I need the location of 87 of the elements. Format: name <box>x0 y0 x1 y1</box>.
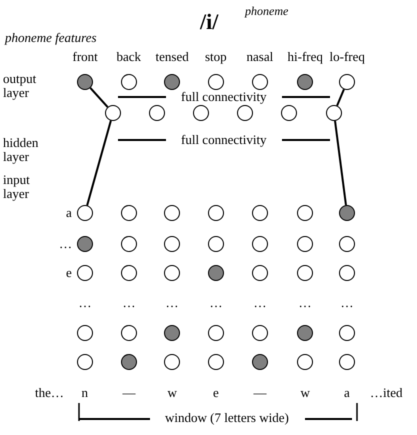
ellipsis-mark: … <box>340 296 354 310</box>
unit-circle <box>297 236 313 252</box>
ellipsis-mark: … <box>254 296 266 310</box>
unit-circle <box>339 236 355 252</box>
column-label: stop <box>205 50 227 64</box>
unit-circle <box>208 236 224 252</box>
letter-label: …ited <box>370 386 402 400</box>
unit-circle <box>297 354 313 370</box>
unit-circle <box>77 205 93 221</box>
unit-circle <box>252 205 268 221</box>
unit-circle <box>208 265 224 281</box>
letter-label: a <box>344 386 350 400</box>
column-label: hi-freq <box>288 50 323 64</box>
letter-label: e <box>213 386 219 400</box>
letter-label: — <box>122 386 136 400</box>
bracket-label: window (7 letters wide) <box>165 411 289 425</box>
unit-circle <box>252 354 268 370</box>
unit-circle <box>252 325 268 341</box>
connectivity-label: full connectivity <box>181 90 267 104</box>
letter-label: n <box>82 386 88 400</box>
unit-circle <box>339 205 355 221</box>
unit-circle <box>77 236 93 252</box>
unit-circle <box>339 74 355 90</box>
unit-circle <box>164 74 180 90</box>
unit-circle <box>339 354 355 370</box>
unit-circle <box>121 354 137 370</box>
unit-circle <box>252 74 268 90</box>
unit-circle <box>164 236 180 252</box>
layer-label: output layer <box>3 72 38 100</box>
unit-circle <box>164 325 180 341</box>
letter-label: — <box>254 386 266 400</box>
ellipsis-mark: … <box>78 296 92 310</box>
ellipsis-mark: … <box>166 296 178 310</box>
unit-circle <box>121 325 137 341</box>
unit-circle <box>297 74 313 90</box>
heading-note: phoneme features <box>5 31 97 45</box>
unit-circle <box>164 354 180 370</box>
unit-circle <box>121 74 137 90</box>
unit-circle <box>164 205 180 221</box>
unit-circle <box>77 354 93 370</box>
letter-label: w <box>300 386 310 400</box>
ellipsis-mark: … <box>298 296 312 310</box>
unit-circle <box>339 265 355 281</box>
unit-circle <box>77 265 93 281</box>
unit-circle <box>281 105 297 121</box>
column-label: front <box>72 50 98 64</box>
unit-circle <box>121 205 137 221</box>
unit-circle <box>208 354 224 370</box>
column-label: lo-freq <box>330 50 365 64</box>
unit-circle <box>121 236 137 252</box>
layer-label: input layer <box>3 173 31 201</box>
unit-circle <box>237 105 253 121</box>
unit-circle <box>252 265 268 281</box>
unit-circle <box>121 265 137 281</box>
connection-line <box>86 120 112 206</box>
letter-label: w <box>168 386 177 400</box>
column-label: back <box>116 50 142 64</box>
column-label: nasal <box>246 50 274 64</box>
unit-circle <box>77 325 93 341</box>
unit-circle <box>339 325 355 341</box>
unit-circle <box>326 105 342 121</box>
heading-note: phoneme <box>245 4 288 18</box>
connection-line <box>90 87 108 108</box>
unit-circle <box>297 325 313 341</box>
layer-label: hidden layer <box>3 136 40 164</box>
letter-label: the… <box>35 386 64 400</box>
unit-circle <box>77 74 93 90</box>
connection-line <box>336 89 345 106</box>
title: /i/ <box>200 10 218 34</box>
ellipsis-mark: … <box>122 296 136 310</box>
unit-circle <box>105 105 121 121</box>
row-label: e <box>66 266 72 280</box>
ellipsis-mark: … <box>210 296 222 310</box>
connectivity-label: full connectivity <box>181 133 267 147</box>
unit-circle <box>164 265 180 281</box>
connection-line <box>334 120 347 206</box>
row-label: a <box>66 206 72 220</box>
unit-circle <box>208 205 224 221</box>
unit-circle <box>208 74 224 90</box>
unit-circle <box>208 325 224 341</box>
unit-circle <box>297 265 313 281</box>
unit-circle <box>193 105 209 121</box>
column-label: tensed <box>156 50 189 64</box>
unit-circle <box>297 205 313 221</box>
unit-circle <box>149 105 165 121</box>
row-label: … <box>59 237 72 251</box>
unit-circle <box>252 236 268 252</box>
